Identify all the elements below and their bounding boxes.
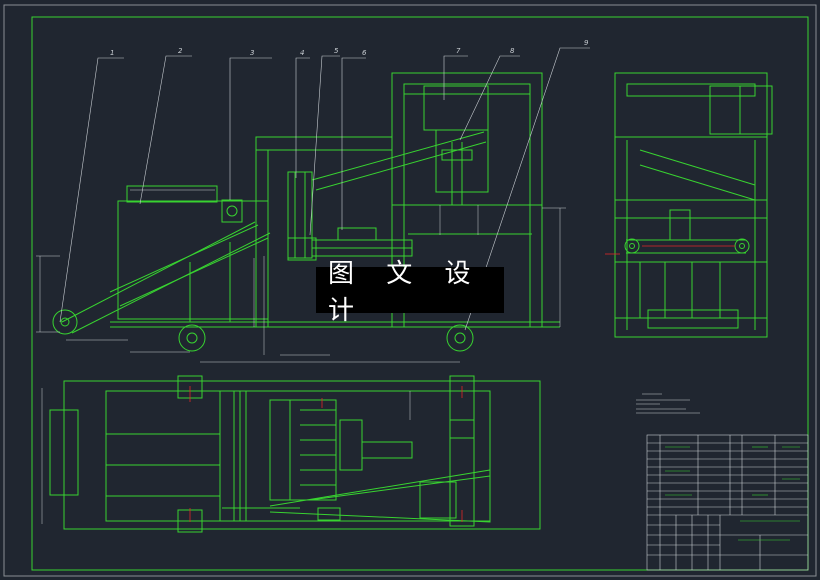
- side-view-accents: [605, 245, 735, 255]
- watermark-banner: 图 文 设 计: [316, 259, 504, 326]
- callout-2: 2: [178, 47, 183, 55]
- callout-8: 8: [510, 47, 515, 55]
- title-block-marks: [665, 446, 800, 541]
- callout-4: 4: [300, 49, 304, 57]
- title-block: [646, 434, 809, 571]
- callout-6: 6: [362, 49, 367, 57]
- sheet-border: [3, 4, 817, 577]
- callout-7: 7: [456, 47, 461, 55]
- side-view: [614, 72, 773, 338]
- front-view-dimensions: [36, 189, 566, 363]
- callout-3: 3: [250, 49, 254, 57]
- watermark-text: 图 文 设 计: [328, 259, 483, 326]
- callout-5: 5: [334, 47, 339, 55]
- callout-9: 9: [584, 39, 589, 47]
- plan-view-dimensions: [41, 388, 411, 524]
- plan-view-accents: [189, 386, 463, 522]
- callout-leaders: [59, 47, 590, 331]
- callout-numbers: 1 2 3 4 5 6 7 8 9: [110, 39, 589, 57]
- plan-view: [49, 375, 541, 533]
- front-view: [52, 72, 560, 352]
- callout-1: 1: [110, 49, 114, 57]
- technical-notes: [636, 393, 700, 414]
